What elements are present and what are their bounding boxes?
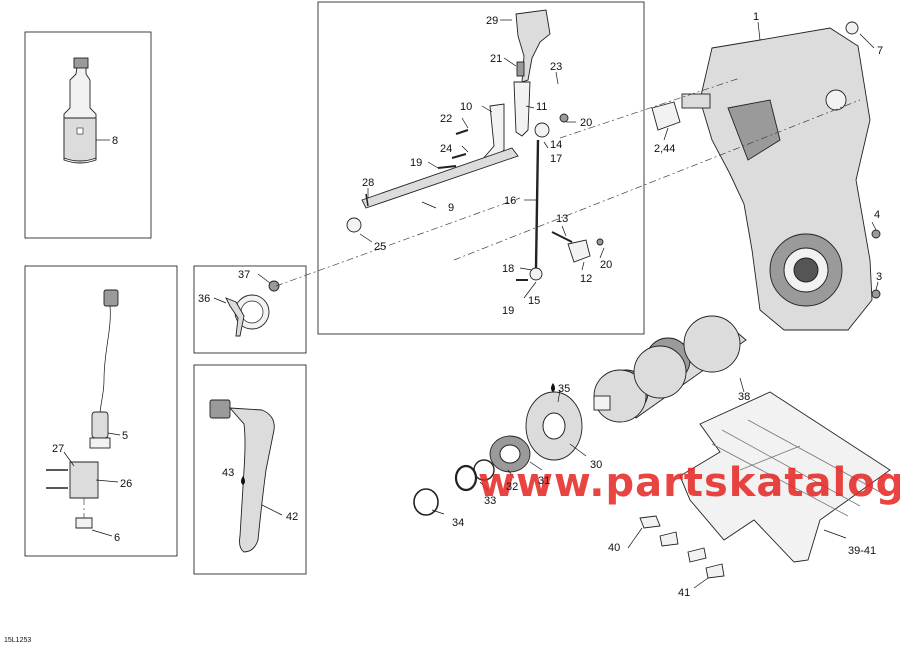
label-20a: 20 [580, 117, 592, 129]
oil-bottle [63, 57, 97, 164]
detent-plate [225, 280, 280, 337]
label-25: 25 [374, 241, 386, 253]
label-19a: 19 [410, 157, 422, 169]
label-37: 37 [238, 269, 250, 281]
label-29: 29 [486, 15, 498, 27]
label-4: 4 [874, 209, 880, 221]
label-8: 8 [112, 135, 118, 147]
figure-code: 15L1253 [4, 637, 31, 644]
label-35: 35 [558, 383, 570, 395]
label-24: 24 [440, 143, 452, 155]
label-16: 16 [504, 195, 516, 207]
label-38: 38 [738, 391, 750, 403]
frame-brake-pad [193, 364, 307, 575]
shift-mechanism [346, 9, 604, 281]
label-34: 34 [452, 517, 464, 529]
label-39-41: 39-41 [848, 545, 876, 557]
label-30: 30 [590, 459, 602, 471]
label-1: 1 [753, 11, 759, 23]
drive-axle [593, 315, 747, 423]
label-27: 27 [52, 443, 64, 455]
label-28: 28 [362, 177, 374, 189]
label-20b: 20 [600, 259, 612, 271]
label-19b: 19 [502, 305, 514, 317]
frame-lever-detail [193, 265, 307, 354]
label-32: 32 [506, 481, 518, 493]
gearbox-housing [681, 21, 881, 331]
label-6: 6 [114, 532, 120, 544]
frame-sensor [24, 265, 178, 557]
label-40: 40 [608, 542, 620, 554]
label-31: 31 [538, 475, 550, 487]
label-33: 33 [484, 495, 496, 507]
label-10: 10 [460, 101, 472, 113]
label-5: 5 [122, 430, 128, 442]
label-11: 11 [536, 101, 547, 113]
label-12: 12 [580, 273, 592, 285]
bearing-stack [413, 391, 583, 516]
label-3: 3 [876, 271, 882, 283]
track-section [639, 391, 891, 579]
label-23: 23 [550, 61, 562, 73]
brake-pad [209, 399, 275, 553]
label-13: 13 [556, 213, 568, 225]
label-22: 22 [440, 113, 452, 125]
frame-shift-mechanism [317, 1, 645, 335]
watermark: www.partskatalog.ru [478, 460, 900, 506]
speed-sensor [69, 289, 119, 529]
label-17: 17 [550, 153, 562, 165]
frame-bottle [24, 31, 152, 239]
label-18: 18 [502, 263, 514, 275]
label-42: 42 [286, 511, 298, 523]
label-43: 43 [222, 467, 234, 479]
label-2-44: 2,44 [654, 143, 675, 155]
label-21: 21 [490, 53, 502, 65]
label-26: 26 [120, 478, 132, 490]
label-9: 9 [448, 202, 454, 214]
label-15: 15 [528, 295, 540, 307]
label-41: 41 [678, 587, 690, 599]
label-7: 7 [877, 45, 883, 57]
label-14: 14 [550, 139, 562, 151]
label-36: 36 [198, 293, 210, 305]
